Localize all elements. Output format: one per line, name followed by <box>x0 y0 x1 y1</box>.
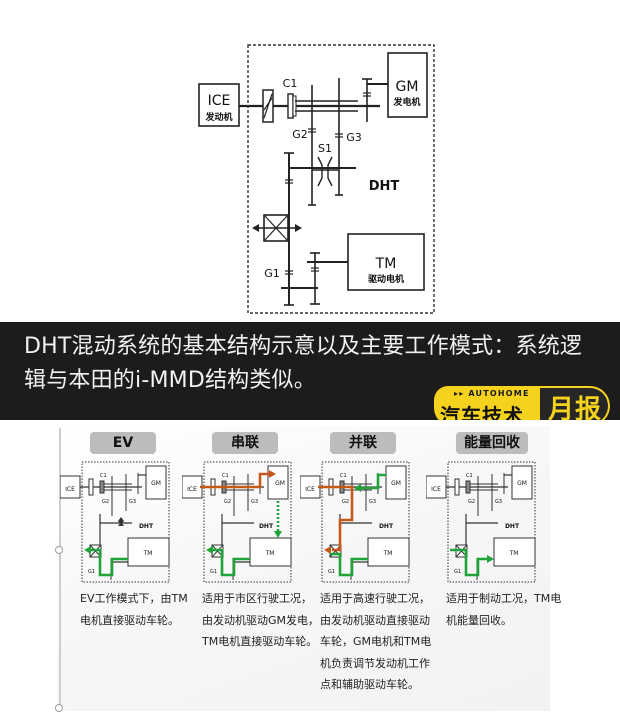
svg-text:S1: S1 <box>318 142 332 155</box>
power-flow-green <box>212 548 250 577</box>
mode-series-diagram: ICE GM TM DHT C1 G2 G3 G1 <box>182 461 292 583</box>
svg-text:GM: GM <box>517 480 527 487</box>
gm-label: GM <box>396 79 419 95</box>
tm-box <box>347 233 425 291</box>
badge-brand: ▸▸ AUTOHOME <box>454 389 530 398</box>
power-flow-orange <box>318 485 354 552</box>
mode-ev-diagram: ICE GM TM DHT C1 G2 G3 G1 <box>60 461 170 583</box>
working-modes-section: EV ICE GM TM DH <box>0 420 620 712</box>
svg-text:G2: G2 <box>468 499 475 505</box>
svg-text:C1: C1 <box>100 473 107 479</box>
dht-structure-diagram: ICE 发动机 GM 发电机 TM 驱动电机 C1 <box>0 0 620 322</box>
svg-text:ICE: ICE <box>431 486 441 493</box>
svg-text:G1: G1 <box>454 569 461 575</box>
svg-text:GM: GM <box>151 480 161 487</box>
svg-text:TM: TM <box>143 550 153 557</box>
svg-text:DHT: DHT <box>139 523 154 530</box>
svg-text:C1: C1 <box>466 473 473 479</box>
power-flow-green <box>90 548 128 577</box>
svg-text:TM: TM <box>383 550 393 557</box>
mode-title-pill: 能量回收 <box>456 432 528 454</box>
timeline-line <box>59 428 61 711</box>
svg-text:G2: G2 <box>292 128 308 141</box>
svg-text:ICE: ICE <box>305 486 315 493</box>
mode-title-pill: 并联 <box>330 432 396 454</box>
mode-description: 适用于制动工况，TM电机能量回收。 <box>446 592 562 627</box>
svg-text:DHT: DHT <box>259 523 274 530</box>
dht-label: DHT <box>369 179 400 194</box>
svg-text:ICE: ICE <box>65 486 75 493</box>
power-flow-green <box>330 473 386 577</box>
svg-text:TM: TM <box>509 550 519 557</box>
svg-text:C1: C1 <box>222 473 229 479</box>
mode-description: 适用于市区行驶工况，由发动机驱动GM发电，TM电机直接驱动车轮。 <box>202 592 320 648</box>
svg-text:G2: G2 <box>342 499 349 505</box>
svg-text:G3: G3 <box>251 499 258 505</box>
svg-text:G1: G1 <box>210 569 217 575</box>
svg-text:G3: G3 <box>346 131 362 144</box>
svg-text:GM: GM <box>391 480 401 487</box>
caption-text: DHT混动系统的基本结构示意以及主要工作模式：系统逻辑与本田的i-MMD结构类似… <box>24 334 583 393</box>
mode-description: 适用于高速行驶工况，由发动机驱动直接驱动车轮，GM电机和TM电机负责调节发动机工… <box>320 592 432 691</box>
svg-text:G1: G1 <box>328 569 335 575</box>
svg-text:C1: C1 <box>283 77 298 90</box>
svg-text:C1: C1 <box>340 473 347 479</box>
svg-text:ICE: ICE <box>187 486 197 493</box>
mode-title-pill: EV <box>90 432 156 454</box>
tm-label: TM <box>375 256 397 272</box>
mode-parallel-diagram: ICE GM TM DHT C1 G2 G3 G1 <box>300 461 410 583</box>
ice-label: ICE <box>208 93 231 109</box>
svg-text:TM: TM <box>265 550 275 557</box>
ice-cn-label: 发动机 <box>204 111 232 123</box>
svg-text:GM: GM <box>275 480 285 487</box>
power-flow-orange <box>200 472 270 489</box>
modes-background <box>58 426 550 711</box>
timeline-dot[interactable] <box>55 546 63 554</box>
mode-title-pill: 串联 <box>212 432 278 454</box>
gm-cn-label: 发电机 <box>392 96 420 108</box>
mode-description: EV工作模式下，由TM电机直接驱动车轮。 <box>80 592 188 627</box>
svg-text:DHT: DHT <box>505 523 520 530</box>
svg-text:DHT: DHT <box>379 523 394 530</box>
svg-text:G3: G3 <box>369 499 376 505</box>
svg-text:G1: G1 <box>88 569 95 575</box>
svg-text:G3: G3 <box>495 499 502 505</box>
svg-text:G3: G3 <box>129 499 136 505</box>
svg-text:G2: G2 <box>224 499 231 505</box>
dht-housing <box>247 44 435 314</box>
svg-text:G2: G2 <box>102 499 109 505</box>
dht-schematic: ICE 发动机 GM 发电机 TM 驱动电机 C1 <box>198 44 435 314</box>
tm-cn-label: 驱动电机 <box>368 273 404 285</box>
power-flow-green <box>450 548 488 577</box>
mode-regeneration-diagram: ICE GM TM DHT C1 G2 G3 G1 <box>426 461 536 583</box>
svg-text:G1: G1 <box>264 267 280 280</box>
